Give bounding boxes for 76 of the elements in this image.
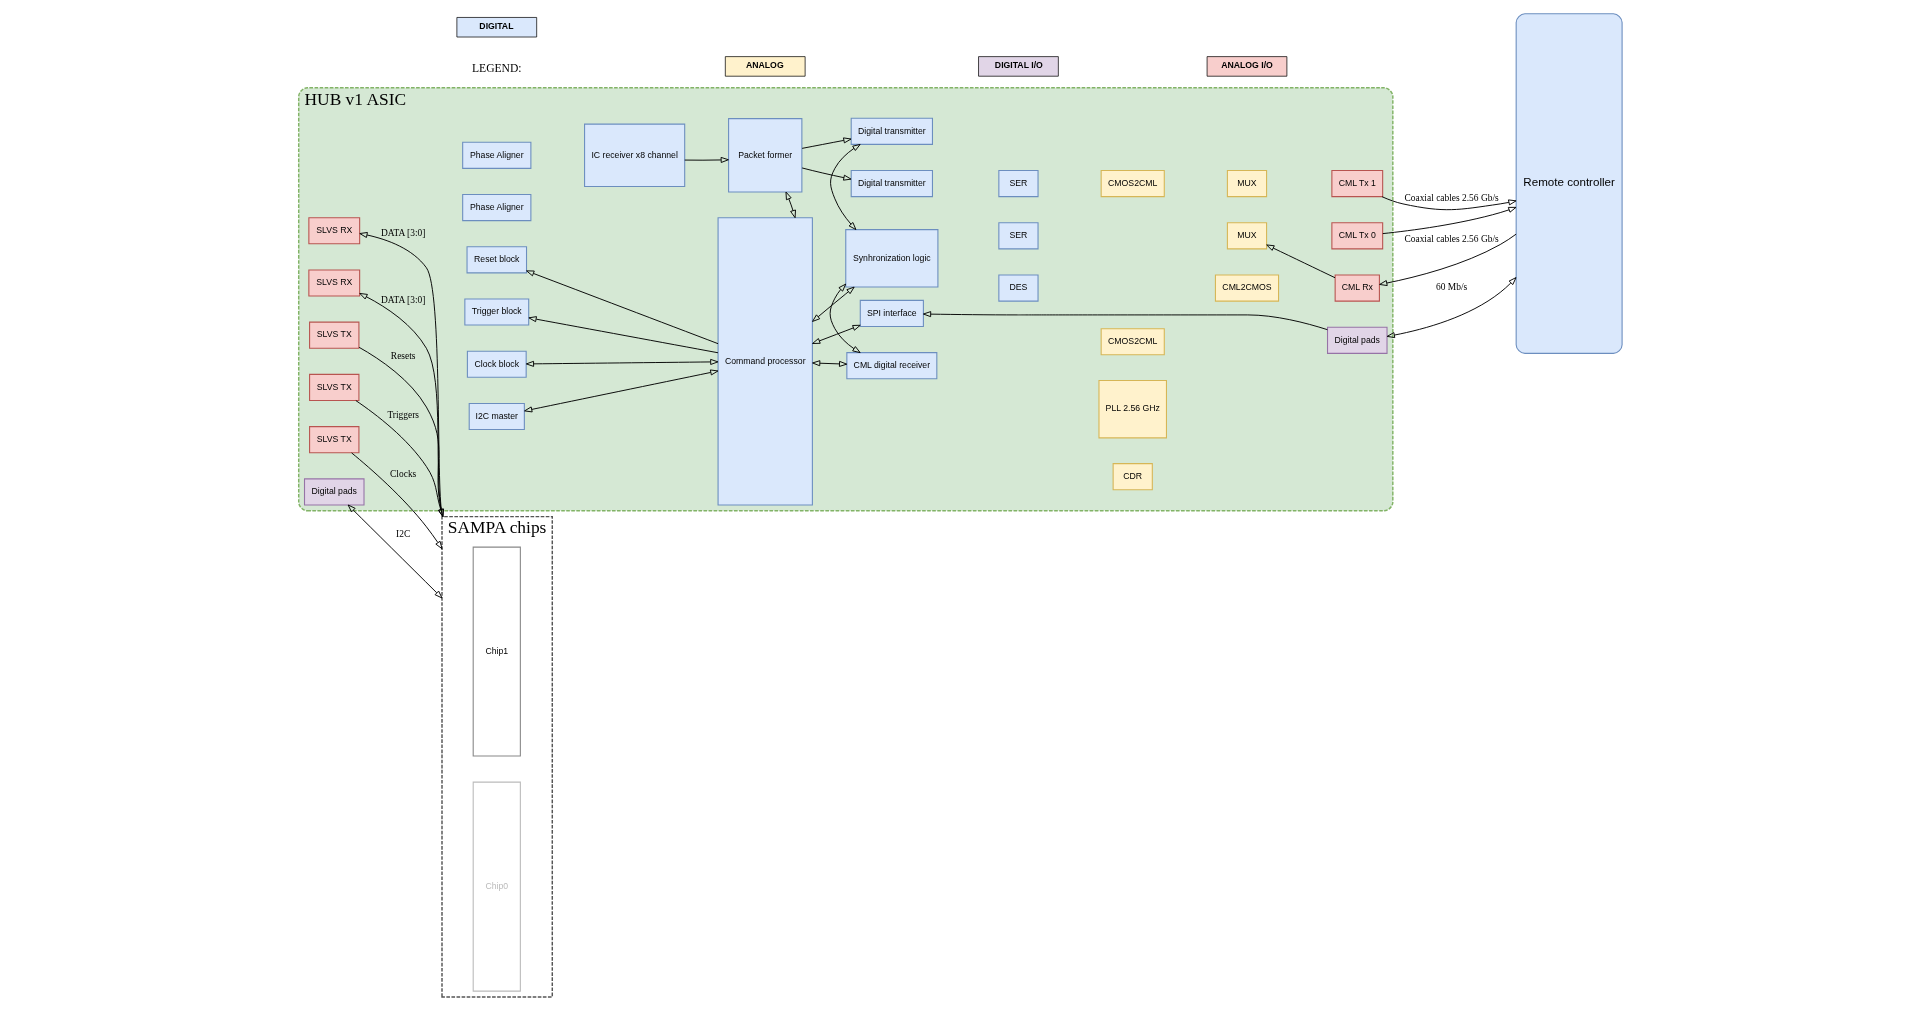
arrow bbox=[812, 286, 855, 322]
arrow bbox=[801, 167, 852, 181]
arrow bbox=[830, 144, 861, 230]
node-box: Digital pads bbox=[303, 478, 365, 506]
edge-label: DATA [3:0] bbox=[380, 228, 426, 239]
edge-label: Clocks bbox=[390, 469, 417, 479]
arrow bbox=[359, 232, 444, 518]
arrow bbox=[351, 452, 443, 550]
legend-label: DIGITAL bbox=[479, 20, 514, 31]
node-box: CML digital receiver bbox=[846, 352, 938, 380]
node-box: CML Rx bbox=[1334, 274, 1380, 302]
node-box: Digital transmitter bbox=[850, 170, 933, 198]
arrow bbox=[358, 346, 445, 518]
arrow bbox=[785, 191, 796, 219]
arrow bbox=[1382, 206, 1517, 235]
node-box: Clock block bbox=[466, 350, 527, 378]
node-box: PLL 2.56 GHz bbox=[1098, 380, 1167, 439]
arrow bbox=[829, 283, 861, 354]
edge-label: Coaxial cables 2.56 Gb/s bbox=[1404, 233, 1499, 244]
node-box: SLVS TX bbox=[309, 426, 360, 454]
node-box: SLVS RX bbox=[308, 269, 361, 297]
legend-label: ANALOG bbox=[746, 59, 784, 70]
edge-label: Coaxial cables 2.56 Gb/s bbox=[1404, 193, 1499, 204]
node-box: SPI interface bbox=[859, 299, 924, 328]
arrow bbox=[526, 270, 719, 345]
arrow bbox=[801, 137, 852, 149]
node-box: Command processor bbox=[717, 217, 813, 506]
arrow bbox=[355, 400, 444, 518]
arrow bbox=[347, 504, 443, 599]
edge-label: I2C bbox=[396, 529, 411, 540]
arrow bbox=[812, 360, 848, 367]
node-box: I2C master bbox=[468, 402, 525, 431]
node-box: CMOS2CML bbox=[1100, 328, 1165, 356]
label: LEGEND: bbox=[471, 61, 522, 75]
arrow bbox=[359, 292, 444, 518]
node-box: IC receiver x8 channel bbox=[584, 123, 686, 188]
node-box: CDR bbox=[1112, 463, 1153, 491]
node-box: Phase Aligner bbox=[462, 193, 532, 222]
node-box: DES bbox=[998, 274, 1039, 302]
arrow bbox=[528, 316, 719, 354]
node-box: Remote controller bbox=[1515, 13, 1623, 354]
node-box: Synhronization logic bbox=[845, 229, 939, 288]
node-box: SLVS RX bbox=[308, 217, 361, 245]
node-box: Reset block bbox=[466, 246, 528, 274]
arrow bbox=[1266, 244, 1336, 279]
node-box: SLVS TX bbox=[309, 373, 360, 402]
node-box: Phase Aligner bbox=[462, 141, 532, 169]
arrow bbox=[812, 324, 861, 344]
arrow bbox=[524, 369, 719, 413]
edge-label: DATA [3:0] bbox=[380, 294, 426, 305]
node-box: CML Tx 1 bbox=[1331, 170, 1384, 198]
node-box: Digital transmitter bbox=[850, 117, 933, 145]
node-box: Digital pads bbox=[1327, 326, 1388, 354]
arrow bbox=[684, 156, 729, 163]
node-box: Chip0 bbox=[472, 781, 521, 992]
node-box: SLVS TX bbox=[309, 321, 360, 349]
legend-label: DIGITAL I/O bbox=[994, 59, 1043, 70]
arrow bbox=[922, 311, 1328, 331]
edge-label: Resets bbox=[390, 350, 416, 361]
node-box: CML Tx 0 bbox=[1331, 222, 1384, 250]
node-box: SER bbox=[998, 170, 1039, 198]
node-box: MUX bbox=[1226, 170, 1268, 198]
edge-label: Triggers bbox=[387, 409, 419, 420]
node-box: MUX bbox=[1226, 222, 1268, 250]
arrow bbox=[1381, 196, 1517, 211]
node-box: Trigger block bbox=[464, 298, 530, 326]
node-box: SER bbox=[998, 222, 1039, 250]
arrow bbox=[1386, 277, 1517, 339]
node-box: Packet former bbox=[728, 118, 803, 193]
legend-label: ANALOG I/O bbox=[1221, 59, 1273, 70]
node-box: CML2CMOS bbox=[1214, 274, 1280, 302]
arrow bbox=[525, 358, 719, 367]
node-box: Chip1 bbox=[472, 546, 521, 757]
arrow bbox=[1379, 233, 1517, 287]
edge-label: 60 Mb/s bbox=[1436, 281, 1468, 292]
node-box: CMOS2CML bbox=[1100, 170, 1165, 198]
